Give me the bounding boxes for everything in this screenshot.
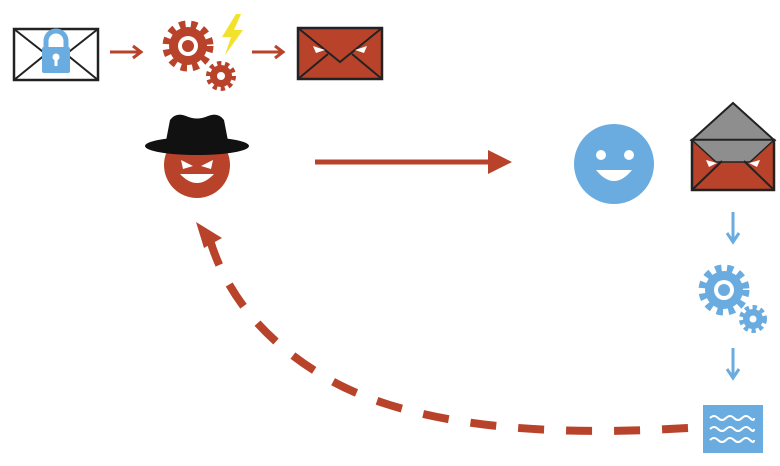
hacker-icon	[145, 114, 249, 198]
arrow-icon	[110, 44, 144, 60]
blue-gears-icon	[698, 264, 767, 333]
document-icon	[703, 405, 763, 453]
smiley-user-icon	[574, 124, 654, 204]
opened-malicious-envelope-icon	[689, 101, 777, 192]
locked-envelope-icon	[12, 27, 100, 82]
arrow-down-icon	[725, 212, 741, 245]
gears-icon	[162, 20, 236, 91]
exfiltration-dashed-arrow	[196, 222, 689, 435]
send-arrow	[315, 150, 512, 174]
lightning-icon	[222, 14, 243, 55]
malicious-envelope-icon	[296, 26, 384, 81]
arrow-down-icon	[725, 348, 741, 381]
arrow-icon	[252, 44, 286, 60]
